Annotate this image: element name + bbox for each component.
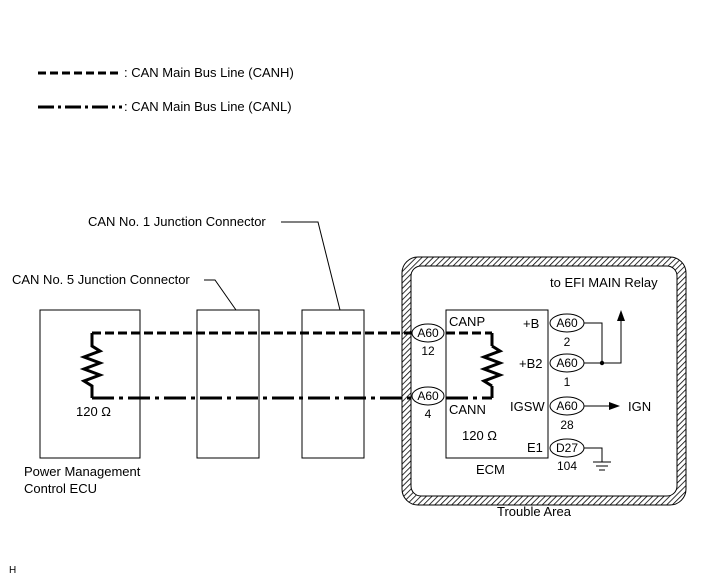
pin-igsw-label: IGSW <box>510 399 545 414</box>
connector-igsw-name: A60 <box>556 399 578 413</box>
pin-e1-label: E1 <box>527 440 543 455</box>
pin-cann-label: CANN <box>449 402 486 417</box>
pm-ecu-name-line2: Control ECU <box>24 481 97 496</box>
can-no5-leader-line <box>204 279 237 311</box>
ground-wire <box>584 447 603 462</box>
pm-ecu-name-line1: Power Management <box>24 464 141 479</box>
connector-e1-name: D27 <box>556 441 578 455</box>
connector-igsw-pin: 28 <box>560 418 574 432</box>
legend-canl-label: : CAN Main Bus Line (CANL) <box>124 99 292 114</box>
connector-canh-oval <box>411 323 445 343</box>
legend-canh-label: : CAN Main Bus Line (CANH) <box>124 65 294 80</box>
ground-icon <box>593 461 611 471</box>
pin-plus-b2-label: +B2 <box>519 356 543 371</box>
can-no1-junction-box <box>301 309 365 459</box>
relay-feed-wire <box>602 320 622 364</box>
ecm-name: ECM <box>476 462 505 477</box>
connector-b-name: A60 <box>556 316 578 330</box>
connector-e1-pin: 104 <box>557 459 577 473</box>
trouble-area-label: Trouble Area <box>497 504 572 519</box>
connector-canl-pin: 4 <box>425 407 432 421</box>
connector-canl-name: A60 <box>417 389 439 403</box>
connector-b2-pin: 1 <box>564 375 571 389</box>
trouble-area-border <box>401 256 687 506</box>
can-no1-leader-line <box>281 221 341 311</box>
connector-canl-oval <box>411 386 445 406</box>
pm-ecu-resistor <box>79 333 105 398</box>
corner-mark: H <box>9 565 16 576</box>
connector-b2-name: A60 <box>556 356 578 370</box>
can-no1-junction-label: CAN No. 1 Junction Connector <box>88 214 266 229</box>
legend: : CAN Main Bus Line (CANH) : CAN Main Bu… <box>38 65 294 114</box>
ign-arrow-icon <box>609 402 620 410</box>
pm-ecu-box <box>39 309 141 459</box>
pin-canp-label: CANP <box>449 314 485 329</box>
can-no5-junction-label: CAN No. 5 Junction Connector <box>12 272 190 287</box>
pm-ecu-resistor-label: 120 Ω <box>76 404 111 419</box>
ecm-resistor-label: 120 Ω <box>462 428 497 443</box>
relay-arrow-icon <box>617 310 625 321</box>
ecm-resistor <box>479 344 505 388</box>
connector-canh-pin: 12 <box>421 344 435 358</box>
ign-label: IGN <box>628 399 651 414</box>
can-no5-junction-box <box>196 309 260 459</box>
ecm-box <box>445 309 549 459</box>
plus-b-wire <box>584 322 603 364</box>
connector-canh-name: A60 <box>417 326 439 340</box>
pin-plus-b-label: +B <box>523 316 539 331</box>
connector-b-pin: 2 <box>564 335 571 349</box>
efi-main-relay-label: to EFI MAIN Relay <box>550 275 658 290</box>
